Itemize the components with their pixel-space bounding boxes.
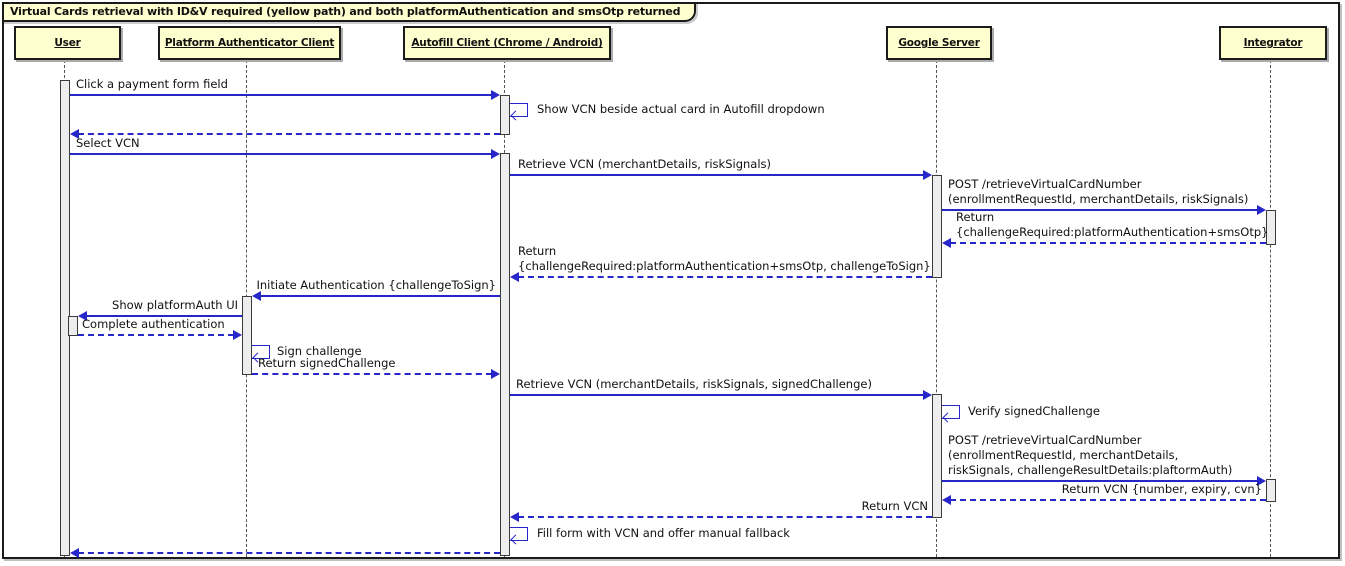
message-label-line: (enrollmentRequestId, merchantDetails, r… [948, 192, 1249, 206]
arrowhead-icon [923, 390, 932, 400]
message-line-initiate-authentication [260, 295, 500, 297]
message-label-retrieve-vcn-2: Retrieve VCN (merchantDetails, riskSigna… [516, 377, 872, 392]
participant-label: Integrator [1243, 37, 1303, 49]
participant-integrator: Integrator [1219, 26, 1327, 60]
message-line-post-retrieve-vcn-1 [942, 209, 1258, 211]
participant-autofill-client: Autofill Client (Chrome / Android) [403, 26, 611, 60]
participant-label: User [54, 37, 81, 49]
message-label-post-retrieve-vcn-2: POST /retrieveVirtualCardNumber(enrollme… [948, 433, 1232, 478]
activation-autofill-1 [500, 95, 510, 135]
message-line-complete-authentication [78, 334, 234, 336]
message-line-show-platformauth-ui [86, 315, 242, 317]
arrowhead-icon [1257, 205, 1266, 215]
message-line-return-vcn [518, 516, 932, 518]
arrowhead-icon [252, 291, 261, 301]
message-label-return-vcn: Return VCN [862, 499, 928, 514]
message-label-line: Show platformAuth UI [112, 298, 238, 312]
message-line-return-dropdown-shown [78, 133, 500, 135]
message-label-line: Return VCN {number, expiry, cvn} [1061, 482, 1262, 496]
arrowhead-icon [491, 90, 500, 100]
message-label-return-challenge-required: Return{challengeRequired:platformAuthent… [956, 210, 1268, 240]
arrowhead-icon [78, 311, 87, 321]
activation-platform-1 [242, 296, 252, 375]
message-label-initiate-authentication: Initiate Authentication {challengeToSign… [256, 278, 496, 293]
message-label-complete-authentication: Complete authentication [82, 317, 225, 332]
self-message-loop-verify-signed-challenge [942, 405, 960, 419]
self-message-label-show-vcn-in-dropdown: Show VCN beside actual card in Autofill … [537, 102, 825, 116]
message-label-line: Retrieve VCN (merchantDetails, riskSigna… [516, 377, 872, 391]
arrowhead-icon [942, 238, 951, 248]
self-message-label-verify-signed-challenge: Verify signedChallenge [968, 404, 1100, 418]
participant-label: Autofill Client (Chrome / Android) [411, 37, 603, 49]
arrowhead-icon [70, 129, 79, 139]
arrowhead-icon [923, 170, 932, 180]
message-line-return-challenge-to-sign [518, 276, 932, 278]
message-label-return-challenge-to-sign: Return{challengeRequired:platformAuthent… [518, 244, 931, 274]
message-line-retrieve-vcn-2 [510, 394, 924, 396]
message-label-line: {challengeRequired:platformAuthenticatio… [518, 259, 931, 273]
message-label-line: (enrollmentRequestId, merchantDetails, [948, 448, 1179, 462]
arrowhead-icon [942, 495, 951, 505]
message-label-select-vcn: Select VCN [76, 136, 140, 151]
self-message-loop-sign-challenge [252, 345, 270, 359]
message-label-line: Return signedChallenge [258, 356, 396, 370]
message-label-line: Return [518, 244, 557, 258]
message-line-return-vcn-details [950, 499, 1266, 501]
message-label-line: POST /retrieveVirtualCardNumber [948, 433, 1142, 447]
activation-autofill-2 [500, 153, 510, 556]
message-label-line: Initiate Authentication {challengeToSign… [256, 278, 496, 292]
message-line-retrieve-vcn-1 [510, 174, 924, 176]
diagram-title: Virtual Cards retrieval with ID&V requir… [2, 2, 697, 22]
lifeline-integrator [1270, 60, 1271, 557]
message-label-retrieve-vcn-1: Retrieve VCN (merchantDetails, riskSigna… [518, 157, 771, 172]
arrowhead-icon [233, 330, 242, 340]
message-line-select-vcn [70, 153, 492, 155]
message-line-click-payment-form-field [70, 94, 492, 96]
arrowhead-icon [510, 272, 519, 282]
activation-integrator-1 [1266, 210, 1276, 245]
message-label-click-payment-form-field: Click a payment form field [76, 77, 228, 92]
self-message-label-sign-challenge: Sign challenge [277, 344, 362, 358]
participant-label: Google Server [898, 37, 980, 49]
message-line-return-challenge-required [950, 242, 1266, 244]
message-label-line: Click a payment form field [76, 77, 228, 91]
participant-label: Platform Authenticator Client [164, 37, 335, 49]
message-label-return-vcn-details: Return VCN {number, expiry, cvn} [1062, 482, 1262, 497]
arrowhead-icon [491, 369, 500, 379]
activation-google-2 [932, 394, 942, 518]
message-label-return-signed-challenge: Return signedChallenge [258, 356, 395, 371]
message-label-line: riskSignals, challengeResultDetails:plaf… [948, 463, 1233, 477]
message-line-post-retrieve-vcn-2 [942, 480, 1258, 482]
message-label-show-platformauth-ui: Show platformAuth UI [112, 298, 238, 313]
message-line-return-filled-to-user [78, 552, 500, 554]
self-message-loop-show-vcn-in-dropdown [510, 103, 528, 117]
message-label-line: Select VCN [76, 136, 140, 150]
message-label-line: Complete authentication [82, 317, 225, 331]
message-line-return-signed-challenge [252, 373, 492, 375]
self-message-loop-fill-form-with-vcn [510, 527, 528, 541]
message-label-line: Return [956, 210, 995, 224]
activation-user-nested [68, 316, 78, 336]
activation-integrator-2 [1266, 479, 1276, 502]
participant-google-server: Google Server [886, 26, 992, 60]
participant-platform-authenticator-client: Platform Authenticator Client [158, 26, 341, 60]
message-label-line: Return VCN [861, 499, 928, 513]
arrowhead-icon [510, 512, 519, 522]
lifeline-google-server [936, 60, 937, 557]
participant-user: User [14, 26, 121, 60]
arrowhead-icon [491, 149, 500, 159]
self-message-label-fill-form-with-vcn: Fill form with VCN and offer manual fall… [537, 526, 790, 540]
message-label-line: {challengeRequired:platformAuthenticatio… [956, 225, 1269, 239]
activation-google-1 [932, 175, 942, 278]
arrowhead-icon [1257, 476, 1266, 486]
message-label-line: POST /retrieveVirtualCardNumber [948, 177, 1142, 191]
message-label-post-retrieve-vcn-1: POST /retrieveVirtualCardNumber(enrollme… [948, 177, 1248, 207]
arrowhead-icon [70, 548, 79, 558]
message-label-line: Retrieve VCN (merchantDetails, riskSigna… [518, 157, 771, 171]
